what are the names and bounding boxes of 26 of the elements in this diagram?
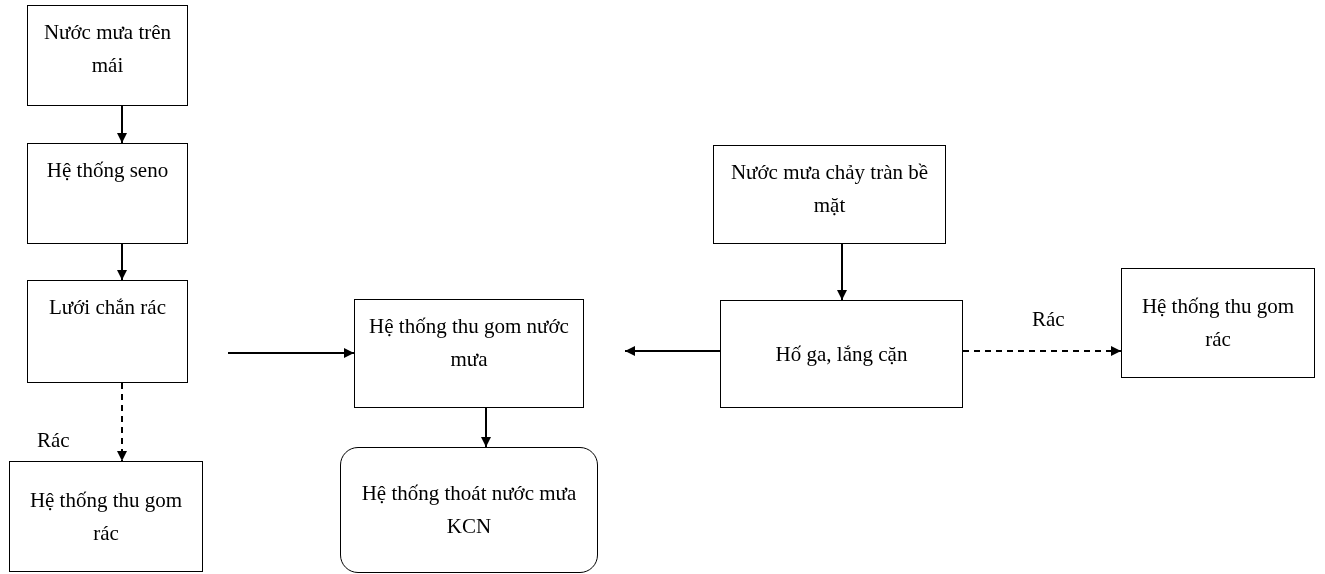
node-text: Hệ thống seno	[45, 157, 170, 184]
arrow	[962, 346, 1122, 356]
process-box	[27, 280, 188, 383]
node-text: Hệ thống thu gom rác	[1140, 293, 1296, 353]
node-text: Hệ thống thu gom rác	[28, 486, 184, 547]
node-text: Lưới chắn rác	[48, 294, 167, 321]
arrow	[117, 105, 127, 144]
node-text: Hệ thống thu gom nước mưa	[368, 313, 570, 373]
arrow	[481, 407, 491, 448]
node-text: Nước mưa trên mái	[42, 19, 173, 79]
process-box	[27, 143, 188, 244]
arrow	[227, 348, 355, 358]
process-box	[354, 299, 584, 408]
process-box	[1121, 268, 1315, 378]
process-box	[720, 300, 963, 408]
node-text: Nước mưa chảy tràn bề mặt	[729, 159, 930, 219]
process-box	[713, 145, 946, 244]
node-text: Hố ga, lắng cặn	[774, 340, 909, 368]
node-text: Hệ thống thoát nước mưa KCN	[360, 480, 578, 540]
process-box	[9, 461, 203, 572]
arrow	[624, 346, 721, 356]
terminal-box	[340, 447, 598, 573]
process-box	[27, 5, 188, 106]
arrow	[837, 243, 847, 301]
arrow	[117, 243, 127, 281]
arrow	[117, 382, 127, 462]
